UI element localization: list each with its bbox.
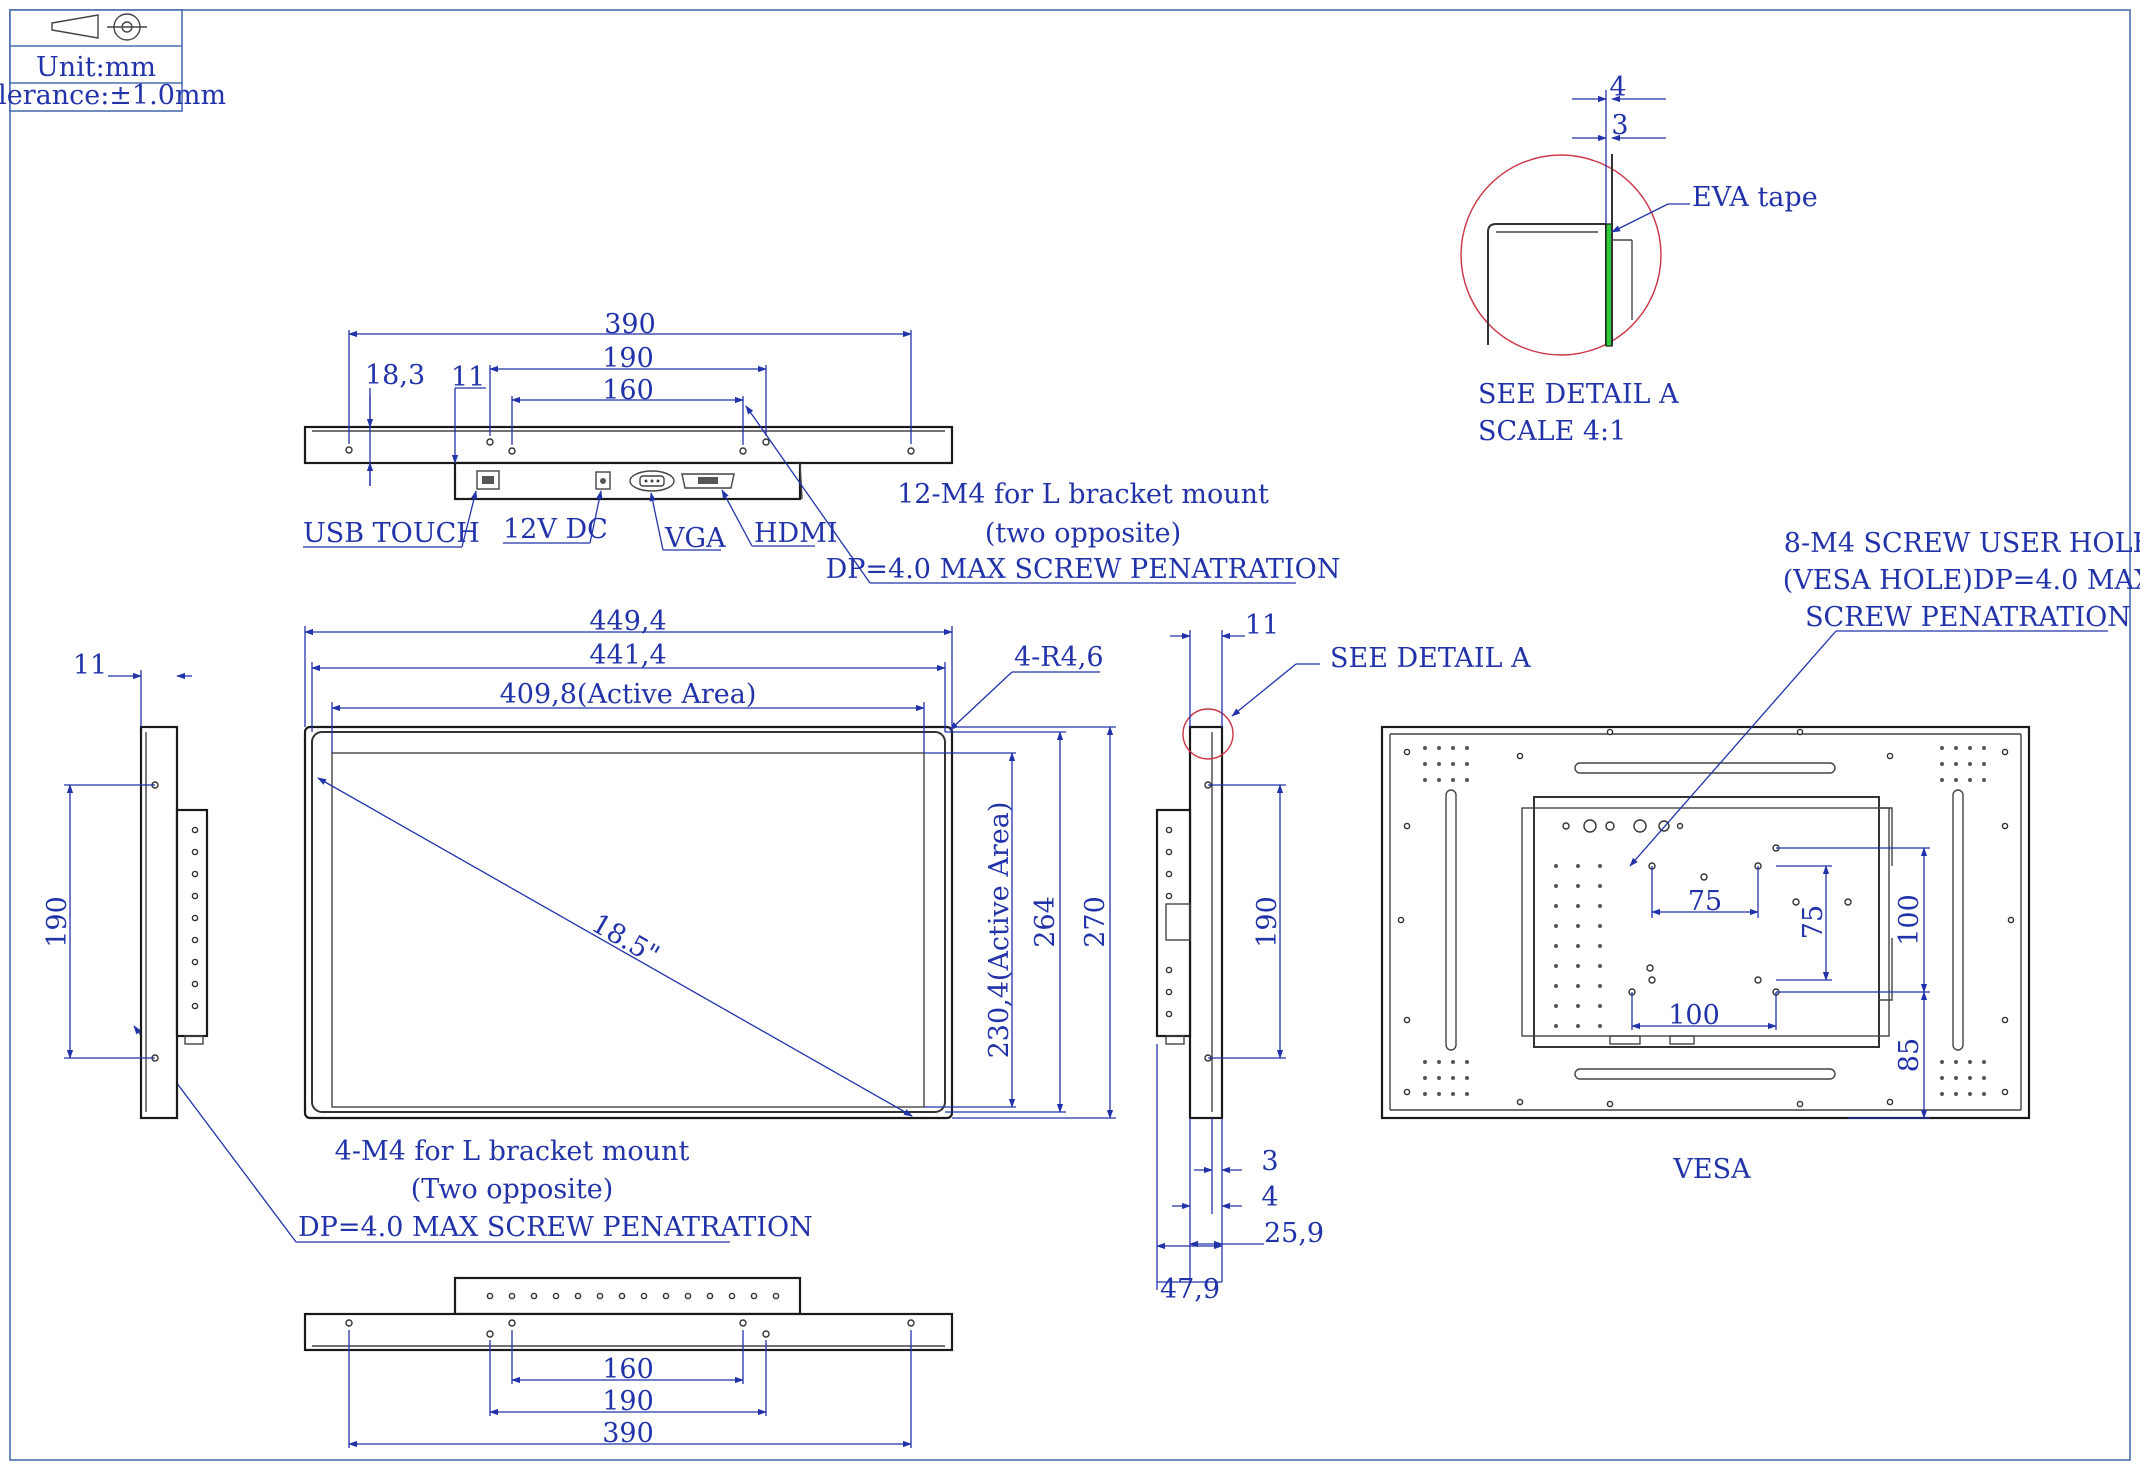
detail-circle: [1460, 154, 1662, 356]
detail-dim-3: 3: [1611, 110, 1628, 141]
dim-vesa-100-vertical: 100: [1894, 894, 1925, 946]
corner-vent-holes: [1397, 728, 2015, 1108]
dim-190-bottom: 190: [602, 1386, 654, 1417]
see-detail-a: SEE DETAIL A: [1330, 643, 1531, 674]
label-hdmi: HDMI: [754, 518, 838, 549]
label-vga: VGA: [664, 523, 726, 554]
side-vent-holes-right: [1165, 826, 1173, 1018]
dim-449-4: 449,4: [589, 606, 666, 637]
dim-270: 270: [1080, 896, 1111, 948]
dim-190-top: 190: [602, 343, 654, 374]
label-12v-dc: 12V DC: [503, 514, 608, 545]
title-block: Unit:mm Tolerance:±1.0mm: [0, 9, 226, 112]
dc-jack-icon: [595, 471, 611, 490]
drawing-border: [9, 9, 2131, 1461]
dim-11-left: 11: [73, 650, 107, 681]
dim-11-right: 11: [1245, 610, 1279, 641]
front-note-line1: 4-M4 for L bracket mount: [335, 1136, 690, 1167]
detail-a-marker: [1182, 708, 1234, 760]
vesa-screw-holes: [1628, 844, 1852, 996]
dim-18-3: 18,3: [365, 360, 425, 391]
bottom-vent-holes: [486, 1292, 780, 1300]
dim-vesa-75-vertical: 75: [1798, 905, 1829, 939]
top-note-line3: DP=4.0 MAX SCREW PENATRATION: [826, 554, 1341, 585]
detail-a: 4 3 EVA tape SEE DETAIL A SCALE 4:1: [1460, 72, 1818, 447]
right-side-view: 11 SEE DETAIL A 190 3 4 25,9 47,9: [1155, 610, 1531, 1305]
top-note-line1: 12-M4 for L bracket mount: [897, 479, 1269, 510]
dim-vesa-85: 85: [1894, 1038, 1925, 1072]
front-view: 18.5" 449,4 441,4 409,8(Active Area) 4-R…: [133, 606, 1116, 1243]
dim-vesa-75-horizontal: 75: [1688, 886, 1722, 917]
dim-160-bottom: 160: [602, 1354, 654, 1385]
vesa-caption: VESA: [1672, 1154, 1751, 1185]
top-view: 390 190 160 18,3 11 USB TOUCH 12V DC VGA…: [303, 309, 1340, 585]
dim-active-height: 230,4(Active Area): [984, 802, 1015, 1059]
dim-active-width: 409,8(Active Area): [500, 679, 757, 710]
unit-label: Unit:mm: [36, 52, 156, 83]
dim-25-9: 25,9: [1264, 1218, 1324, 1249]
hdmi-port-icon: [681, 473, 735, 489]
dim-441-4: 441,4: [589, 640, 666, 671]
vesa-note-line3: SCREW PENATRATION: [1805, 602, 2131, 633]
eva-tape-label: EVA tape: [1692, 182, 1818, 213]
front-note-line3: DP=4.0 MAX SCREW PENATRATION: [298, 1212, 813, 1243]
dim-160-top: 160: [602, 375, 654, 406]
top-note-line2: (two opposite): [985, 518, 1181, 549]
dim-3-right: 3: [1261, 1146, 1278, 1177]
label-usb-touch: USB TOUCH: [303, 518, 480, 549]
tolerance-label: Tolerance:±1.0mm: [0, 80, 226, 111]
dim-264: 264: [1030, 896, 1061, 948]
dim-390-top: 390: [604, 309, 656, 340]
vesa-note-line1: 8-M4 SCREW USER HOLE: [1784, 528, 2140, 559]
front-note-line2: (Two opposite): [411, 1174, 613, 1205]
dim-390-bottom: 390: [602, 1418, 654, 1449]
bottom-view: 160 190 390: [303, 1276, 954, 1449]
dim-11-top: 11: [451, 362, 485, 393]
detail-caption-2: SCALE 4:1: [1478, 416, 1626, 447]
usb-port-icon: [476, 470, 500, 490]
left-side-view: 11 190: [42, 650, 209, 1120]
vesa-rear-view: 8-M4 SCREW USER HOLE (VESA HOLE)DP=4.0 M…: [1380, 528, 2140, 1185]
dim-4-right: 4: [1261, 1182, 1278, 1213]
corner-dot-grids: [1423, 746, 1986, 1096]
corner-radius: 4-R4,6: [1014, 642, 1104, 673]
projection-symbol-icon: [51, 13, 147, 41]
detail-dim-4: 4: [1609, 72, 1626, 103]
vga-port-icon: [629, 470, 675, 492]
side-vent-holes: [191, 826, 199, 1010]
detail-caption-1: SEE DETAIL A: [1478, 379, 1679, 410]
dim-47-9: 47,9: [1160, 1274, 1220, 1305]
dim-190-left: 190: [42, 896, 73, 948]
vesa-note-line2: (VESA HOLE)DP=4.0 MAX: [1783, 565, 2140, 596]
dim-vesa-100-horizontal: 100: [1668, 1000, 1720, 1031]
dim-190-right: 190: [1252, 896, 1283, 948]
